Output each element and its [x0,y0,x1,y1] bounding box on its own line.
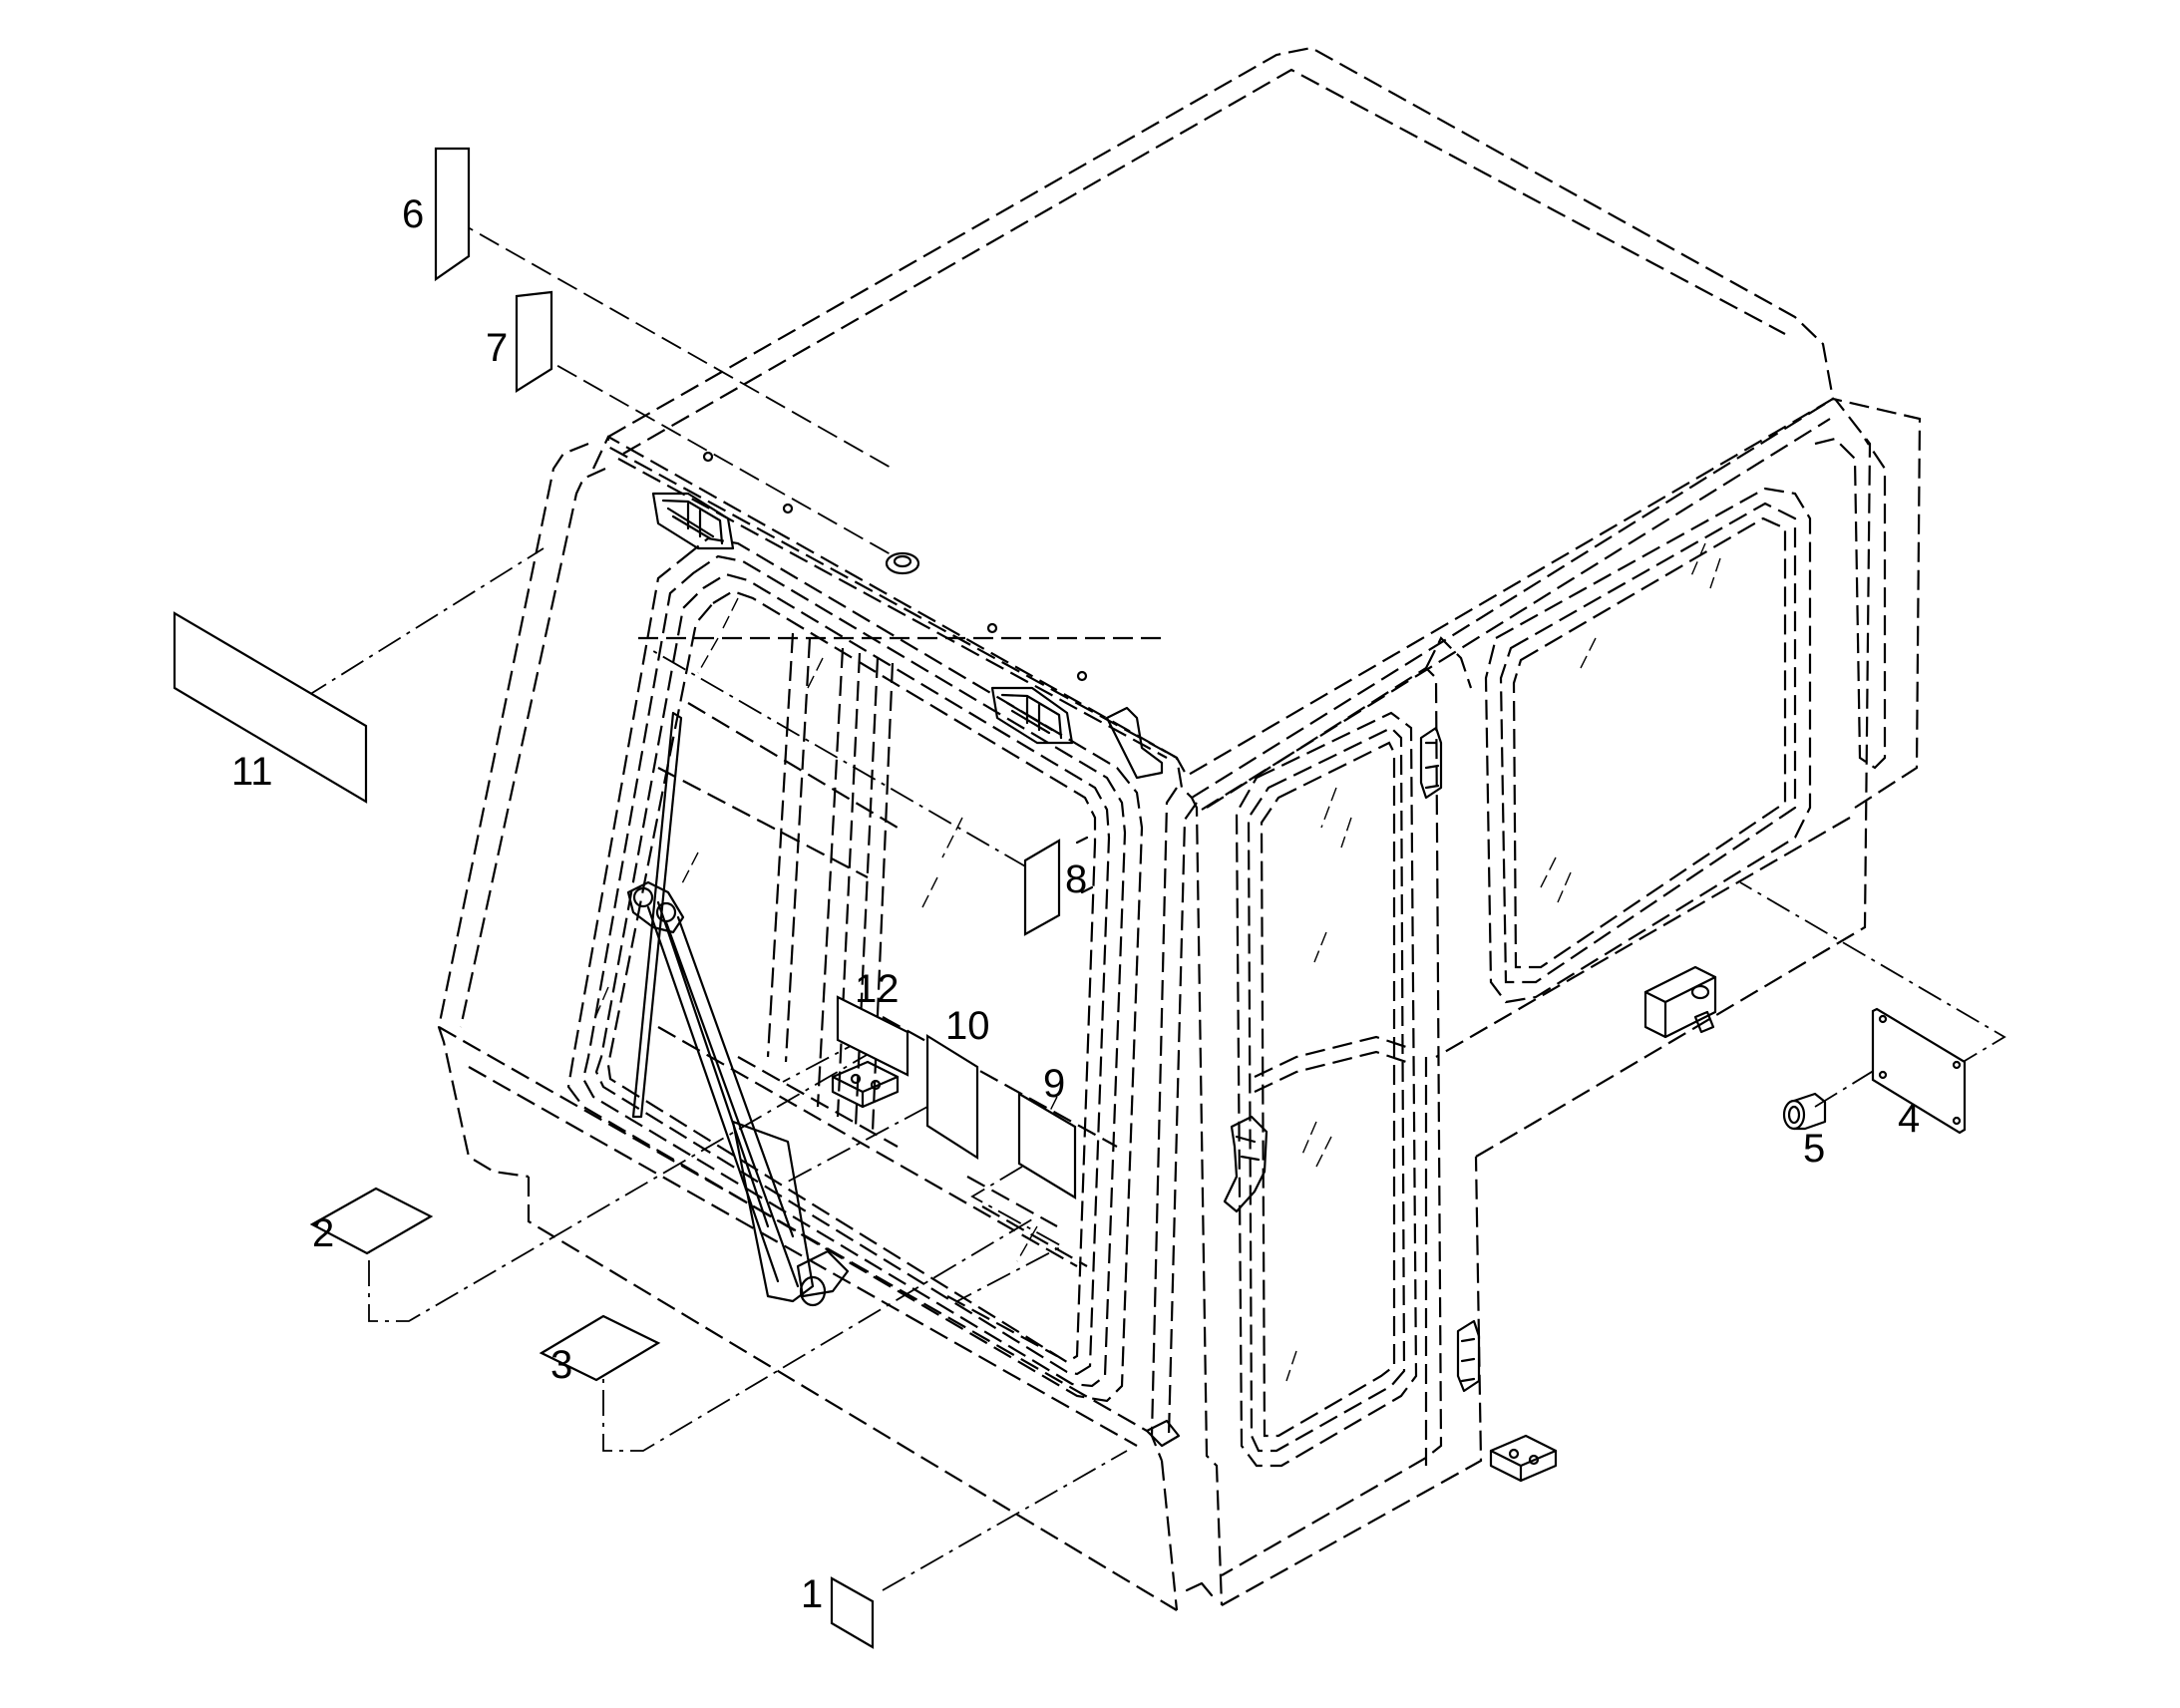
leader-3 [602,1215,1038,1452]
roof-hole [1076,670,1088,682]
callout-11: 11 [231,750,273,794]
decal-9 [1017,1092,1077,1199]
work-light-left [651,492,735,550]
door-hinge-lower [1456,1319,1481,1393]
leader-10 [787,1106,928,1183]
leader-2 [368,1036,899,1322]
door-handle [1223,1115,1269,1213]
mirror-bracket [1105,706,1164,780]
roof-hole [782,503,794,514]
decal-3 [539,1314,661,1382]
leader-1 [882,1450,1128,1591]
callout-10: 10 [945,1004,990,1048]
roof-light-mount [885,551,920,575]
mount-pad-front [831,1060,900,1109]
decal-1 [830,1576,875,1649]
decal-2 [309,1187,434,1255]
decal-6 [434,147,471,282]
leader-lines [303,218,2006,1591]
callout-9: 9 [1043,1062,1065,1106]
glass-hatching [592,542,1721,1382]
cab-outline [437,46,1922,1611]
mount-pad-rear [1489,1434,1558,1483]
decal-7 [515,290,553,393]
callout-labels: 6 7 11 8 12 10 9 2 3 1 4 5 [231,192,1920,1616]
callout-12: 12 [855,967,900,1011]
latch-striker [1643,965,1717,1039]
leader-4 [1739,881,2006,1068]
leader-6 [453,218,894,470]
callout-6: 6 [402,192,424,236]
leader-7 [531,350,899,559]
callout-2: 2 [312,1211,334,1255]
callout-3: 3 [550,1343,572,1387]
leader-8 [647,647,1028,868]
callout-4: 4 [1898,1097,1920,1141]
rivet-5 [1782,1092,1827,1131]
leader-5 [1814,1066,1881,1108]
door-hinge-upper [1419,726,1443,800]
wiper-assembly [626,711,850,1307]
callout-5: 5 [1803,1127,1825,1171]
plate-4 [1871,1007,1967,1135]
roof-hole [986,622,998,634]
cab-solid-details [626,451,1717,1597]
leader-11 [303,547,545,699]
decal-11 [173,611,368,804]
roof-hole [702,451,714,463]
callout-7: 7 [486,326,508,370]
callout-1: 1 [801,1572,823,1616]
decal-12 [836,995,909,1077]
pillar-bracket [1145,1419,1181,1448]
callout-8: 8 [1065,857,1087,901]
decals [173,147,1967,1649]
decal-8 [1023,839,1061,936]
work-light-right [990,686,1074,745]
leader-9 [956,1166,1064,1302]
decal-10 [925,1034,979,1161]
